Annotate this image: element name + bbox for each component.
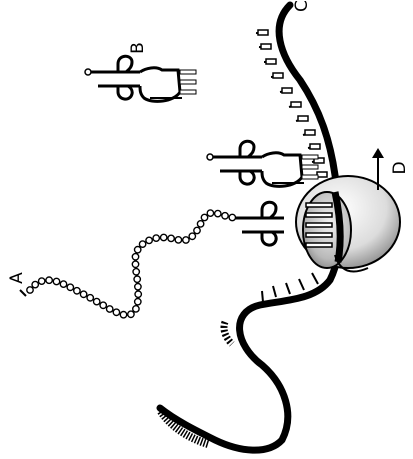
amino-acid-bead: [53, 278, 59, 284]
amino-acid-bead: [32, 281, 38, 287]
amino-acid-bead: [39, 278, 45, 284]
amino-acid-bead: [107, 306, 113, 312]
amino-acid-bead: [132, 254, 138, 260]
amino-acid-bead: [229, 214, 235, 220]
amino-acid-bead: [87, 295, 93, 301]
amino-acid-bead: [161, 234, 167, 240]
amino-acid-bead: [46, 277, 52, 283]
amino-acid-bead: [135, 291, 141, 297]
trna-free: [85, 56, 196, 101]
amino-acid-bead: [153, 235, 159, 241]
trna-arriving: [207, 141, 318, 186]
polypeptide-chain: [27, 210, 236, 318]
amino-acid-bead: [168, 235, 174, 241]
amino-acid-bead: [132, 261, 138, 267]
amino-acid-bead: [100, 302, 106, 308]
amino-acid-bead: [207, 210, 213, 216]
label-d: D: [390, 161, 410, 174]
amino-acid-bead: [74, 288, 80, 294]
amino-acid-bead: [128, 311, 134, 317]
amino-acid-bead: [67, 284, 73, 290]
label-a: A: [7, 272, 27, 284]
amino-acid-bead: [133, 269, 139, 275]
amino-acid-bead: [113, 309, 119, 315]
amino-acid-bead: [60, 281, 66, 287]
amino-acid-bead: [120, 312, 126, 318]
ribosome: [296, 176, 400, 272]
amino-acid-bead: [222, 213, 228, 219]
amino-acid-bead: [135, 299, 141, 305]
amino-acid-bead: [94, 298, 100, 304]
amino-acid-bead: [175, 237, 181, 243]
amino-acid-bead: [197, 221, 203, 227]
amino-acid-bead: [135, 284, 141, 290]
amino-acid-bead: [133, 306, 139, 312]
label-c: C: [292, 0, 312, 12]
amino-acid-bead: [135, 247, 141, 253]
trna-bound: [232, 202, 284, 245]
amino-acid-bead: [80, 291, 86, 297]
amino-acid-bead: [201, 214, 207, 220]
amino-acid-bead: [183, 237, 189, 243]
amino-acid-bead: [215, 210, 221, 216]
amino-acid-bead: [134, 276, 140, 282]
amino-acid-bead: [146, 237, 152, 243]
amino-acid-bead: [139, 241, 145, 247]
label-b: B: [128, 42, 148, 54]
amino-acid-bead: [194, 227, 200, 233]
amino-acid-bead: [189, 233, 195, 239]
amino-acid-bead: [27, 287, 33, 293]
